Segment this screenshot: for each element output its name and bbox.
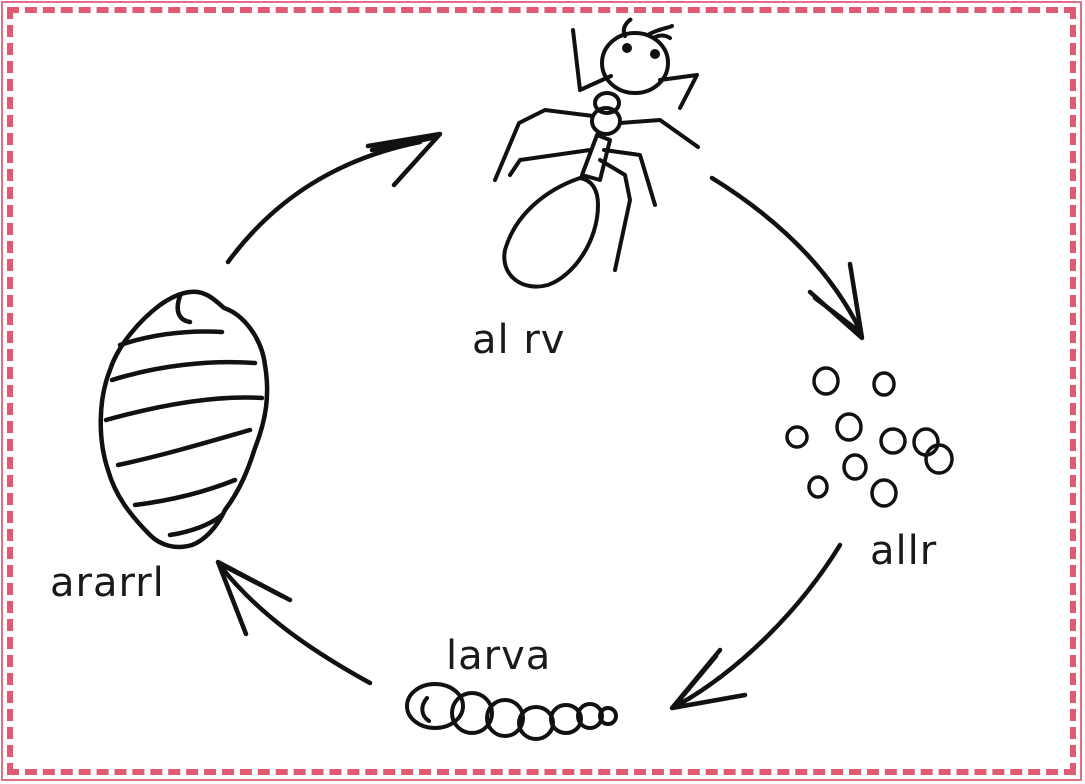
label-eggs: allr <box>870 531 937 571</box>
eggs-illustration <box>787 368 952 506</box>
arrowhead-eggs-to-larva <box>672 650 745 708</box>
larva-illustration <box>407 684 616 739</box>
ant-illustration <box>495 20 698 287</box>
label-larva: larva <box>446 636 551 676</box>
arrow-pupa-to-adult <box>228 142 420 262</box>
label-pupa: ararrl <box>50 563 165 603</box>
pupa-illustration <box>101 292 267 547</box>
arrow-adult-to-eggs <box>712 178 860 330</box>
arrow-eggs-to-larva <box>678 545 840 705</box>
label-adult: al rv <box>472 320 565 360</box>
cycle-arrows <box>218 134 862 708</box>
